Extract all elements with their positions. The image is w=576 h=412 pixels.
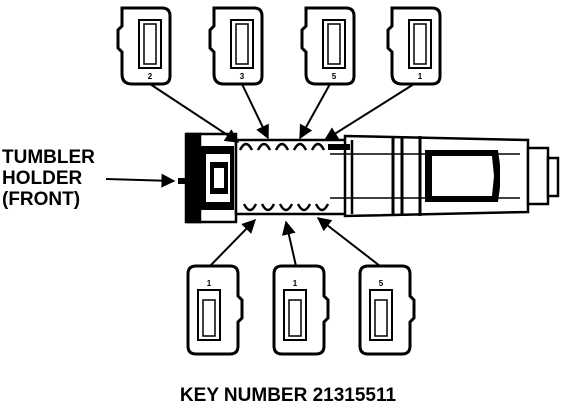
tumbler-top-2: 3 — [208, 6, 264, 86]
arrow-top-4 — [323, 83, 415, 141]
arrow-bottom-3 — [316, 217, 381, 267]
arrow-bottom-2 — [281, 220, 297, 267]
lock-cylinder — [178, 132, 560, 224]
tumbler-top-4: 1 — [386, 6, 442, 86]
arrow-top-3 — [299, 83, 331, 140]
key-number-caption: KEY NUMBER 21315511 — [179, 385, 397, 406]
tumbler-top-1: 2 — [116, 6, 172, 86]
tumbler-holder-label-line1: TUMBLER — [2, 147, 95, 168]
tumbler-bottom-2-number: 1 — [293, 279, 298, 288]
arrow-top-2 — [241, 83, 269, 140]
barrel-top-slots — [238, 142, 326, 151]
tumbler-bottom-3-number: 5 — [379, 279, 384, 288]
arrow-bottom-1 — [209, 218, 256, 267]
tumbler-bottom-2: 1 — [272, 264, 330, 356]
tumbler-holder-label-line2: HOLDER — [2, 168, 83, 189]
tumbler-bottom-1-number: 1 — [207, 279, 212, 288]
tumbler-holder-label: TUMBLER HOLDER (FRONT) — [2, 147, 95, 210]
arrow-holder — [105, 173, 176, 188]
tumbler-top-1-number: 2 — [148, 72, 153, 81]
tumbler-bottom-3: 5 — [358, 264, 416, 356]
cylinder-tail — [526, 146, 550, 206]
pointer-arrows — [105, 83, 415, 267]
cylinder-barrel — [234, 138, 357, 216]
arrow-top-1 — [149, 83, 240, 143]
tumbler-top-3-number: 5 — [332, 72, 337, 81]
tumbler-bottom-1: 1 — [186, 264, 244, 356]
barrel-bottom-slots — [242, 203, 330, 212]
tumbler-holder-label-line3: (FRONT) — [2, 189, 81, 210]
holder-rim — [184, 132, 202, 224]
tumbler-top-3: 5 — [300, 6, 356, 86]
tumbler-top-2-number: 3 — [240, 72, 245, 81]
tumbler-top-4-number: 1 — [418, 72, 423, 81]
